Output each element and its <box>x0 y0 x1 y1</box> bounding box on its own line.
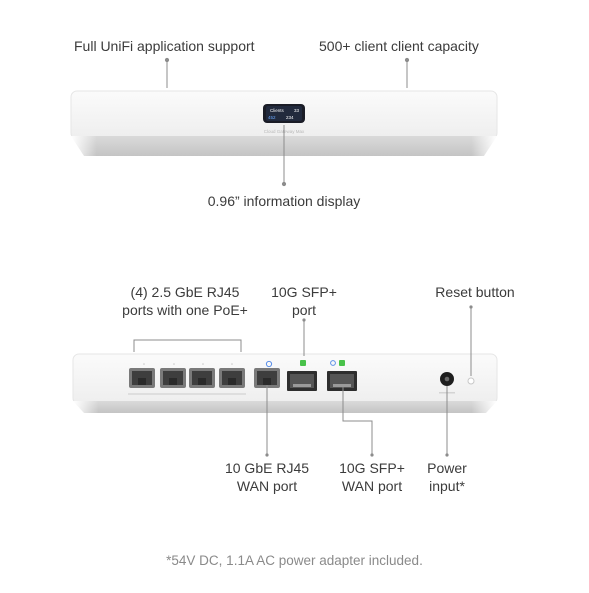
wan-sfp-port <box>327 360 357 391</box>
rj45-port-2 <box>160 368 186 388</box>
footnote: *54V DC, 1.1A AC power adapter included. <box>166 553 423 568</box>
reset-button <box>467 377 475 385</box>
rj45-port-1 <box>129 368 155 388</box>
callout-client-capacity: 500+ client client capacity <box>319 38 479 54</box>
callout-wan-sfp-line2: WAN port <box>341 478 403 494</box>
rj45-port-4-poe <box>219 368 245 388</box>
rj45-port-3 <box>189 368 215 388</box>
display-line1-left: Clients <box>270 108 285 113</box>
callout-rj45-line2: ports with one PoE+ <box>122 302 248 318</box>
rear-callout-lines <box>133 307 472 455</box>
gateway-rear-view <box>72 353 498 414</box>
callout-app-support: Full UniFi application support <box>74 38 255 54</box>
callout-information-display: 0.96” information display <box>207 193 361 209</box>
wan-indicator <box>265 360 273 368</box>
callout-sfp-line2: port <box>291 302 317 318</box>
display-line2-left: 452 <box>268 115 276 120</box>
callout-wan-rj45-line1: 10 GbE RJ45 <box>224 460 310 476</box>
callout-power-line1: Power <box>427 460 467 476</box>
callout-sfp-port: 10G SFP+ port <box>254 283 354 319</box>
callout-wan-rj45-line2: WAN port <box>236 478 298 494</box>
callout-wan-sfp-line1: 10G SFP+ <box>339 460 405 476</box>
callout-wan-rj45: 10 GbE RJ45 WAN port <box>207 459 327 495</box>
callout-wan-sfp: 10G SFP+ WAN port <box>312 459 432 495</box>
callout-power-input: Power input* <box>407 459 487 495</box>
display-line1-right: 33 <box>294 108 300 113</box>
display-line2-right: 234 <box>286 115 294 120</box>
top-callout-lines <box>164 57 410 187</box>
wan-rj45-port <box>254 368 280 388</box>
sfp-port <box>287 360 317 391</box>
callout-reset-button: Reset button <box>435 284 515 300</box>
callout-sfp-line1: 10G SFP+ <box>271 284 337 300</box>
callout-rj45-ports: (4) 2.5 GbE RJ45 ports with one PoE+ <box>100 283 270 319</box>
rj45-ports-group <box>128 368 246 395</box>
callout-rj45-line1: (4) 2.5 GbE RJ45 <box>130 284 240 300</box>
callout-power-line2: input* <box>429 478 465 494</box>
